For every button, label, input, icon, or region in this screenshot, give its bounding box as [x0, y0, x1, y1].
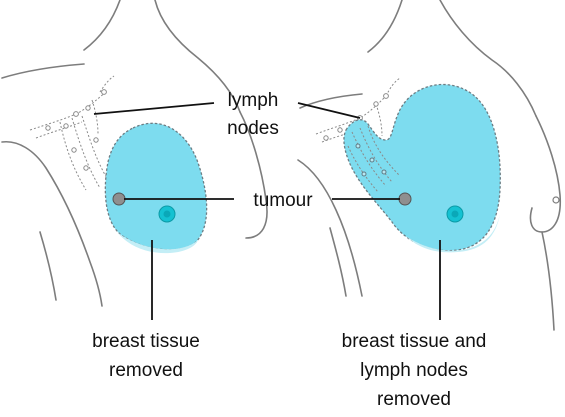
left-caption-line1: breast tissue — [92, 331, 200, 352]
right-body-side-line — [330, 228, 346, 296]
right-lower-contour — [542, 232, 554, 330]
left-lymph-chain — [30, 76, 114, 190]
right-nipple — [447, 206, 463, 222]
lymph-pointer-left — [94, 103, 214, 114]
right-caption-line1: breast tissue and — [342, 331, 487, 352]
right-other-nipple — [553, 197, 559, 203]
left-caption-line2: removed — [109, 360, 183, 381]
left-neck-line — [84, 0, 120, 50]
left-body-side-line — [40, 232, 56, 300]
right-breast-contour — [530, 116, 560, 232]
left-shoulder-line — [2, 64, 84, 78]
left-tumour — [113, 193, 125, 205]
left-nipple — [159, 206, 175, 222]
left-figure — [2, 0, 267, 306]
lymph-nodes-label-line1: lymph — [228, 90, 279, 111]
lymph-nodes-label-line2: nodes — [227, 118, 279, 139]
right-figure — [298, 0, 560, 330]
right-caption-line3: removed — [377, 389, 451, 410]
right-caption-line2: lymph nodes — [360, 360, 468, 381]
tumour-label: tumour — [253, 190, 313, 211]
right-tumour — [399, 193, 411, 205]
right-neck-line — [368, 0, 402, 52]
left-removed-tissue — [105, 123, 206, 250]
right-removed-tissue — [344, 84, 500, 250]
lymph-pointer-right — [298, 103, 360, 118]
